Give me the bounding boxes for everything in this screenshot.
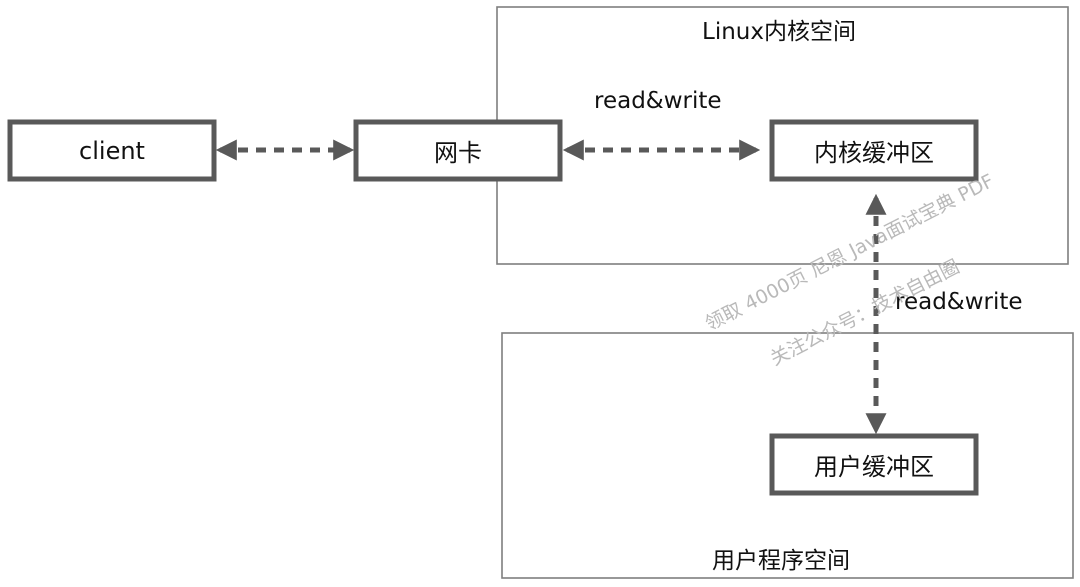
client-box <box>7 119 217 182</box>
kernel-space-title: Linux内核空间 <box>702 19 856 45</box>
kernel-buffer-box <box>769 119 979 182</box>
nic-box <box>353 119 563 182</box>
user-buffer-box <box>769 433 979 496</box>
nic-label: 网卡 <box>434 139 482 167</box>
user-space-title: 用户程序空间 <box>712 548 850 574</box>
client-label: client <box>79 136 145 165</box>
kernel-buffer-label: 内核缓冲区 <box>814 139 934 167</box>
kernel-user-edge-label: read&write <box>895 289 1023 315</box>
user-buffer-label: 用户缓冲区 <box>814 453 934 481</box>
nic-kernel-edge-label: read&write <box>594 88 722 114</box>
user-space-container <box>501 332 1074 579</box>
